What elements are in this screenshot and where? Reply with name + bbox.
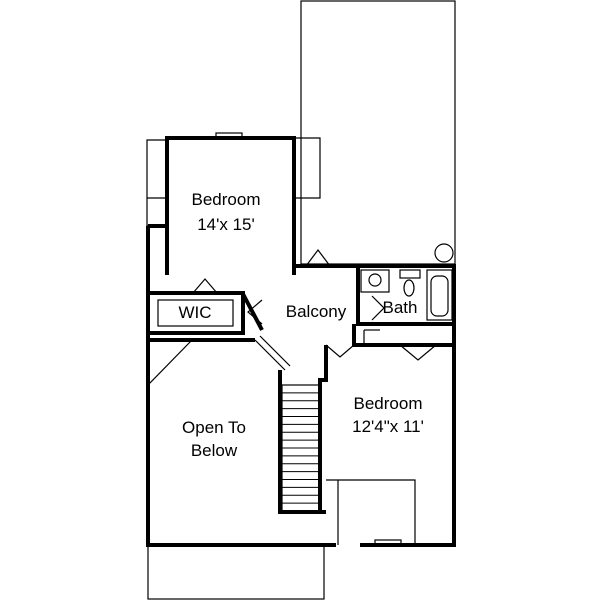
balcony-walls (241, 249, 358, 512)
wic-walls (146, 278, 245, 335)
bath-walls (356, 264, 456, 326)
bedroom-1-name: Bedroom (192, 190, 261, 209)
bay-window-right (292, 137, 321, 199)
bedroom-1-walls (146, 132, 296, 298)
porch-outline (147, 544, 325, 600)
bedroom-2-walls (326, 324, 456, 547)
bath-label: Bath (383, 298, 418, 317)
wic-label: WIC (178, 303, 211, 322)
bedroom-1-size: 14'x 15' (197, 215, 255, 234)
upper-projection-outline (300, 0, 456, 265)
bay-window-left (146, 139, 167, 227)
open-to-below-line1: Open To (182, 418, 246, 437)
open-to-below-line2: Below (191, 441, 238, 460)
balcony-label: Balcony (286, 302, 347, 321)
open-to-below-walls (146, 333, 326, 547)
bedroom-2-name: Bedroom (354, 394, 423, 413)
staircase (281, 384, 321, 512)
bedroom-2-size: 12'4"x 11' (352, 417, 424, 436)
